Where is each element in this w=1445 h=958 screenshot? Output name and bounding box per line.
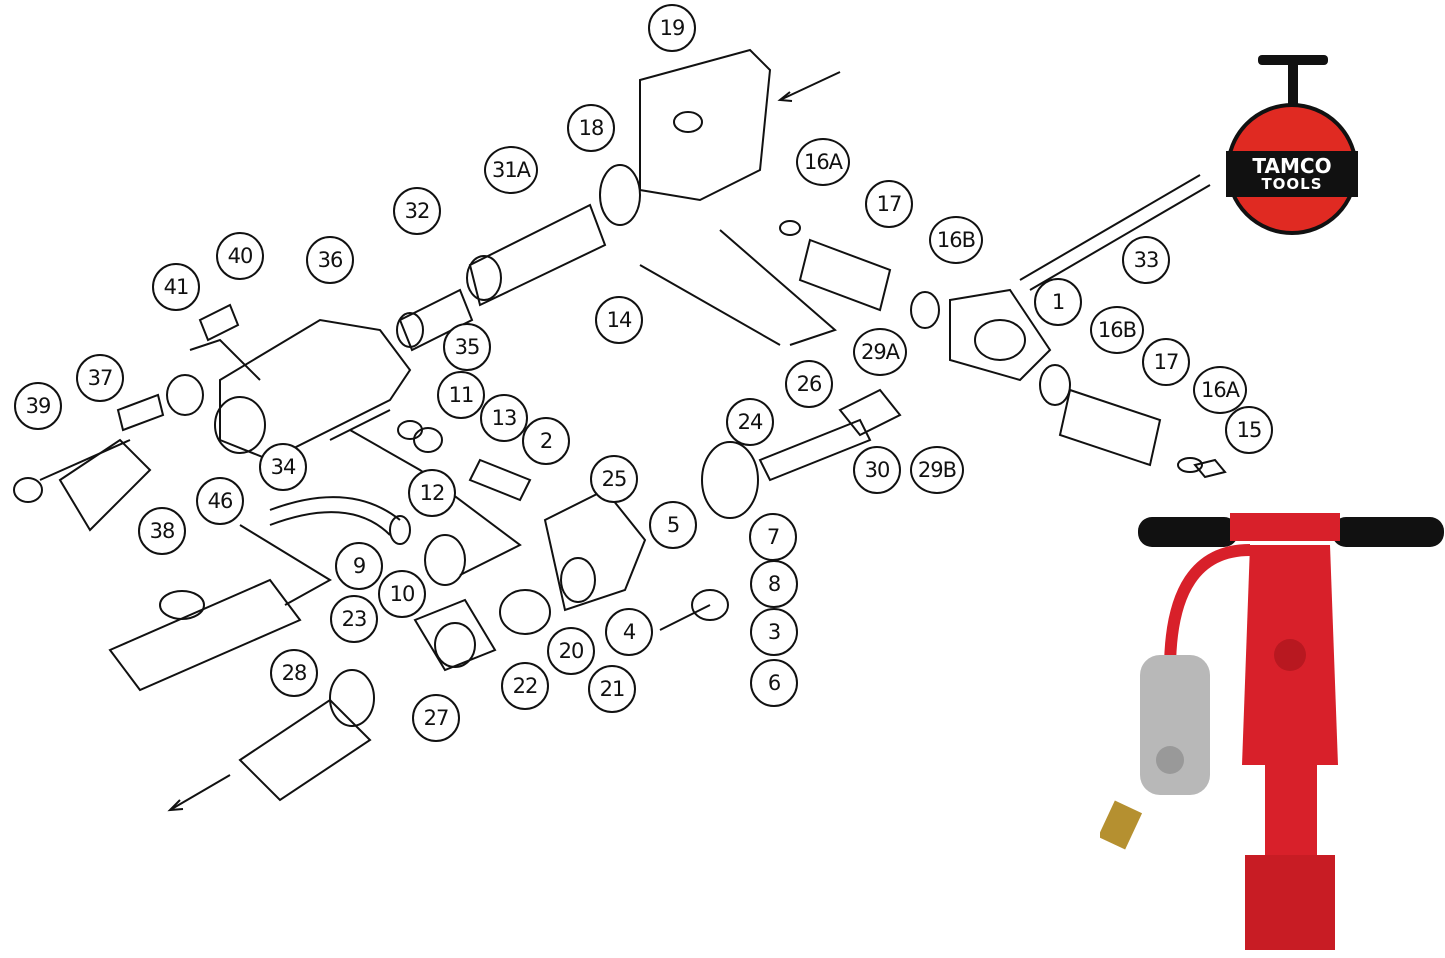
part-callout-15: 15 [1225, 406, 1273, 454]
part-callout-16a: 16A [796, 138, 850, 186]
part-callout-19: 19 [648, 4, 696, 52]
part-callout-7: 7 [749, 513, 797, 561]
part-callout-11: 11 [437, 371, 485, 419]
part-callout-33: 33 [1122, 236, 1170, 284]
part-callout-30: 30 [853, 446, 901, 494]
part-callout-40: 40 [216, 232, 264, 280]
part-callout-37: 37 [76, 354, 124, 402]
part-callout-26: 26 [785, 360, 833, 408]
part-callout-46: 46 [196, 477, 244, 525]
part-callout-17: 17 [1142, 338, 1190, 386]
part-callout-6: 6 [750, 659, 798, 707]
part-callout-4: 4 [605, 608, 653, 656]
part-callout-28: 28 [270, 649, 318, 697]
part-callout-39: 39 [14, 382, 62, 430]
part-callout-5: 5 [649, 501, 697, 549]
part-callout-35: 35 [443, 323, 491, 371]
part-callout-23: 23 [330, 595, 378, 643]
part-callout-31a: 31A [484, 146, 538, 194]
part-callout-25: 25 [590, 455, 638, 503]
output-arrow [169, 774, 231, 811]
part-callout-18: 18 [567, 104, 615, 152]
part-callout-41: 41 [152, 263, 200, 311]
part-callout-1: 1 [1034, 278, 1082, 326]
part-callout-9: 9 [335, 542, 383, 590]
part-callout-29a: 29A [853, 328, 907, 376]
part-callout-21: 21 [588, 665, 636, 713]
part-callout-2: 2 [522, 417, 570, 465]
product-photo-jackhammer [1100, 513, 1444, 950]
part-callout-22: 22 [501, 662, 549, 710]
part-callout-20: 20 [547, 627, 595, 675]
part-callout-27: 27 [412, 694, 460, 742]
part-callout-17: 17 [865, 180, 913, 228]
part-callout-36: 36 [306, 236, 354, 284]
part-callout-32: 32 [393, 187, 441, 235]
part-callout-10: 10 [378, 570, 426, 618]
part-callout-24: 24 [726, 398, 774, 446]
part-callout-8: 8 [750, 560, 798, 608]
part-callout-3: 3 [750, 608, 798, 656]
part-callout-14: 14 [595, 296, 643, 344]
part-callout-16a: 16A [1193, 366, 1247, 414]
part-callout-13: 13 [480, 394, 528, 442]
part-callout-16b: 16B [929, 216, 983, 264]
logo: TAMCO TOOLS [1222, 55, 1362, 245]
logo-text-tools: TOOLS [1261, 175, 1323, 193]
part-callout-12: 12 [408, 469, 456, 517]
part-callout-34: 34 [259, 443, 307, 491]
logo-text-tamco: TAMCO [1252, 154, 1332, 178]
part-callout-29b: 29B [910, 446, 964, 494]
air-inlet-arrow [779, 71, 841, 101]
part-callout-38: 38 [138, 507, 186, 555]
part-callout-16b: 16B [1090, 306, 1144, 354]
